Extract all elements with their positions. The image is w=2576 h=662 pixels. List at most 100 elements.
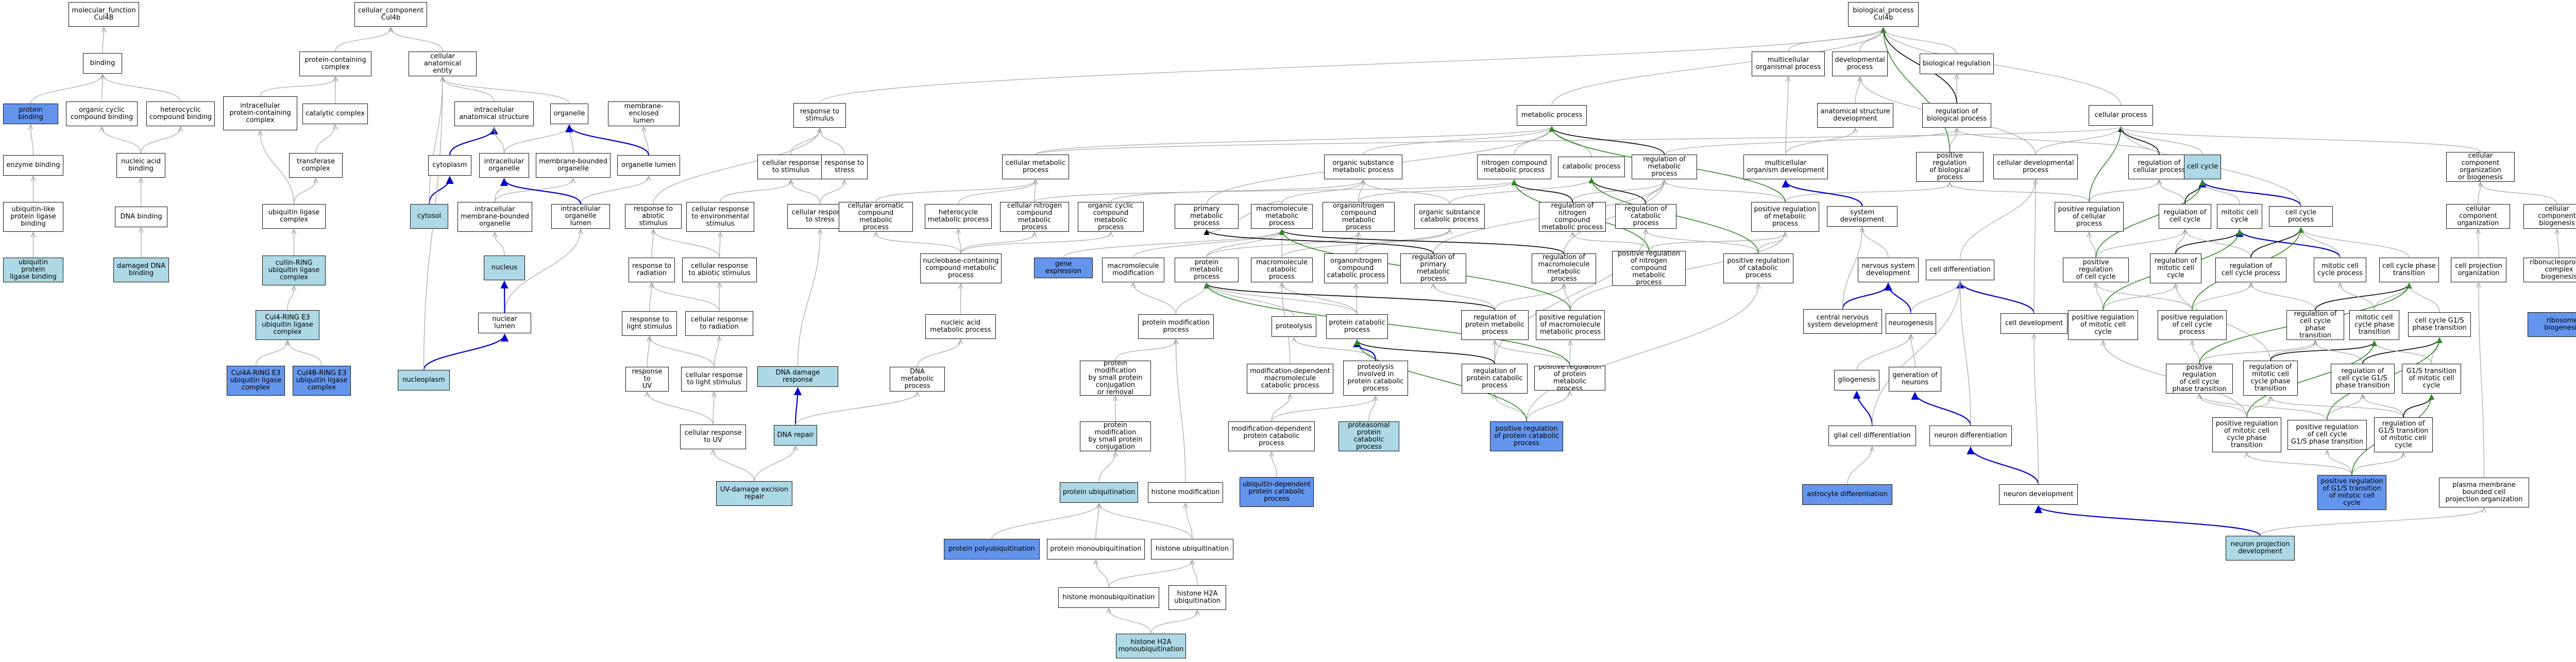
- node-membrane-bounded-organelle[interactable]: membrane-bounded organelle: [536, 153, 611, 178]
- node-intracellular-protein-containing-complex[interactable]: intracellular protein-containing complex: [223, 96, 297, 130]
- node-dna-binding[interactable]: DNA binding: [115, 207, 167, 227]
- node-nervous-system-development[interactable]: nervous system development: [1858, 258, 1919, 282]
- node-neuron-projection-development[interactable]: neuron projection development: [2226, 536, 2295, 561]
- node-histone-modification[interactable]: histone modification: [1148, 482, 1223, 503]
- node-positive-regulation-of-cell-cycle-phase-transition[interactable]: positive regulation of cell cycle phase …: [2166, 364, 2233, 394]
- node-catalytic-complex[interactable]: catalytic complex: [302, 104, 368, 124]
- node-positive-regulation-of-metabolic-process[interactable]: positive regulation of metabolic process: [1751, 202, 1819, 232]
- node-cellular-component[interactable]: cellular_component Cul4b: [354, 2, 427, 27]
- node-cellular-component-biogenesis[interactable]: cellular component biogenesis: [2523, 204, 2576, 229]
- node-cellular-metabolic-process[interactable]: cellular metabolic process: [1002, 155, 1069, 179]
- node-nucleobase-containing-compound-metabolic-process[interactable]: nucleobase-containing compound metabolic…: [920, 253, 1002, 283]
- node-modification-dependent-protein-catabolic-process[interactable]: modification-dependent protein catabolic…: [1228, 421, 1315, 451]
- node-regulation-of-protein-metabolic-process[interactable]: regulation of protein metabolic process: [1461, 310, 1529, 340]
- node-dna-repair[interactable]: DNA repair: [774, 425, 817, 446]
- node-cellular-response-to-abiotic-stimulus[interactable]: cellular response to abiotic stimulus: [682, 258, 757, 282]
- node-protein-metabolic-process[interactable]: protein metabolic process: [1175, 258, 1239, 282]
- node-cellular-response-to-environmental-stimulus[interactable]: cellular response to environmental stimu…: [686, 202, 754, 232]
- node-protein-catabolic-process[interactable]: protein catabolic process: [1326, 314, 1388, 339]
- node-cul4a-ring-e3-complex[interactable]: Cul4A-RING E3 ubiquitin ligase complex: [227, 366, 285, 396]
- node-ubiquitin-ligase-complex[interactable]: ubiquitin ligase complex: [262, 204, 326, 229]
- node-protein-modification-by-small-protein-conjugation[interactable]: protein modification by small protein co…: [1080, 421, 1151, 451]
- node-nitrogen-compound-metabolic-process[interactable]: nitrogen compound metabolic process: [1477, 155, 1551, 179]
- node-cullin-ring-ubiquitin-ligase-complex[interactable]: cullin-RING ubiquitin ligase complex: [262, 256, 326, 285]
- node-positive-regulation-of-macromolecule-metabolic-process[interactable]: positive regulation of macromolecule met…: [1536, 310, 1605, 340]
- node-positive-regulation-of-cell-cycle-process[interactable]: positive regulation of cell cycle proces…: [2158, 310, 2227, 340]
- node-glial-cell-differentiation[interactable]: glial cell differentiation: [1828, 426, 1916, 446]
- node-macromolecule-catabolic-process[interactable]: macromolecule catabolic process: [1251, 258, 1313, 282]
- node-regulation-of-cell-cycle-g1s-phase-transition[interactable]: regulation of cell cycle G1/S phase tran…: [2331, 364, 2395, 394]
- node-positive-regulation-of-nitrogen-compound-metabolic-process[interactable]: positive regulation of nitrogen compound…: [1612, 251, 1686, 286]
- node-neurogenesis[interactable]: neurogenesis: [1886, 313, 1936, 334]
- node-gene-expression[interactable]: gene expression: [1034, 258, 1093, 278]
- node-regulation-of-cell-cycle-process[interactable]: regulation of cell cycle process: [2215, 258, 2286, 282]
- node-protein-modification-process[interactable]: protein modification process: [1138, 314, 1214, 339]
- node-response-to-stress[interactable]: response to stress: [821, 155, 868, 179]
- node-plasma-membrane-bounded-cell-projection-organization[interactable]: plasma membrane bounded cell projection …: [2439, 478, 2529, 507]
- node-heterocycle-metabolic-process[interactable]: heterocycle metabolic process: [925, 204, 992, 229]
- node-protein-monoubiquitination[interactable]: protein monoubiquitination: [1047, 539, 1145, 559]
- node-protein-ubiquitination[interactable]: protein ubiquitination: [1060, 482, 1138, 503]
- node-cell-cycle-process[interactable]: cell cycle process: [2269, 206, 2333, 227]
- node-protein-binding[interactable]: protein binding: [3, 104, 58, 124]
- node-gliogenesis[interactable]: gliogenesis: [1834, 370, 1879, 391]
- node-regulation-of-mitotic-cell-cycle-phase-transition[interactable]: regulation of mitotic cell cycle phase t…: [2243, 361, 2298, 396]
- node-ribonucleoprotein-complex-biogenesis[interactable]: ribonucleoprotein complex biogenesis: [2523, 258, 2576, 282]
- node-membrane-enclosed-lumen[interactable]: membrane-enclosed lumen: [608, 101, 680, 126]
- node-anatomical-structure-development[interactable]: anatomical structure development: [1817, 103, 1893, 128]
- node-nucleus[interactable]: nucleus: [484, 256, 525, 280]
- node-central-nervous-system-development[interactable]: central nervous system development: [1803, 309, 1882, 334]
- node-heterocyclic-compound-binding[interactable]: heterocyclic compound binding: [146, 101, 215, 126]
- node-positive-regulation-of-cellular-process[interactable]: positive regulation of cellular process: [2055, 202, 2124, 232]
- node-multicellular-organismal-process[interactable]: multicellular organismal process: [1752, 52, 1825, 76]
- node-positive-regulation-of-protein-catabolic-process[interactable]: positive regulation of protein catabolic…: [1490, 421, 1563, 451]
- node-positive-regulation-of-cell-cycle[interactable]: positive regulation of cell cycle: [2063, 258, 2129, 282]
- node-mitotic-cell-cycle-process[interactable]: mitotic cell cycle process: [2314, 258, 2366, 282]
- node-cytosol[interactable]: cytosol: [410, 204, 448, 229]
- node-cellular-nitrogen-compound-metabolic-process[interactable]: cellular nitrogen compound metabolic pro…: [1000, 202, 1069, 232]
- node-cell-cycle-phase-transition[interactable]: cell cycle phase transition: [2379, 258, 2439, 282]
- node-catabolic-process[interactable]: catabolic process: [1558, 157, 1625, 177]
- node-proteasomal-protein-catabolic-process[interactable]: proteasomal protein catabolic process: [1338, 421, 1399, 451]
- node-cytoplasm[interactable]: cytoplasm: [428, 155, 471, 176]
- node-molecular-function[interactable]: molecular_function Cul4B: [69, 2, 139, 27]
- node-organelle[interactable]: organelle: [550, 104, 588, 124]
- node-cell-differentiation[interactable]: cell differentiation: [1926, 260, 1994, 280]
- node-protein-polyubiquitination[interactable]: protein polyubiquitination: [944, 539, 1040, 559]
- node-response-to-light-stimulus[interactable]: response to light stimulus: [622, 311, 677, 336]
- node-positive-regulation-of-catabolic-process[interactable]: positive regulation of catabolic process: [1723, 253, 1793, 283]
- node-organic-substance-catabolic-process[interactable]: organic substance catabolic process: [1414, 204, 1485, 229]
- node-intracellular-anatomical-structure[interactable]: intracellular anatomical structure: [454, 101, 534, 126]
- node-histone-h2a-monoubiquitination[interactable]: histone H2A monoubiquitination: [1116, 634, 1186, 658]
- node-nucleic-acid-metabolic-process[interactable]: nucleic acid metabolic process: [925, 314, 996, 339]
- node-ubiquitin-dependent-protein-catabolic-process[interactable]: ubiquitin-dependent protein catabolic pr…: [1240, 477, 1314, 507]
- node-cellular-response-to-light-stimulus[interactable]: cellular response to light stimulus: [681, 367, 747, 392]
- node-positive-regulation-of-cell-cycle-g1s-phase-transition[interactable]: positive regulation of cell cycle G1/S p…: [2287, 420, 2367, 450]
- node-histone-monoubiquitination[interactable]: histone monoubiquitination: [1058, 587, 1159, 608]
- node-positive-regulation-of-mitotic-cell-cycle[interactable]: positive regulation of mitotic cell cycl…: [2068, 310, 2138, 340]
- node-nucleoplasm[interactable]: nucleoplasm: [398, 370, 450, 391]
- node-uv-damage-excision-repair[interactable]: UV-damage excision repair: [716, 481, 792, 506]
- node-organelle-lumen[interactable]: organelle lumen: [617, 155, 680, 176]
- node-primary-metabolic-process[interactable]: primary metabolic process: [1175, 204, 1239, 229]
- node-positive-regulation-of-mitotic-cell-cycle-phase-transition[interactable]: positive regulation of mitotic cell cycl…: [2212, 417, 2281, 452]
- node-astrocyte-differentiation[interactable]: astrocyte differentiation: [1802, 484, 1892, 505]
- node-macromolecule-modification[interactable]: macromolecule modification: [1102, 258, 1164, 282]
- node-dna-damage-response[interactable]: DNA damage response: [757, 366, 838, 387]
- node-binding[interactable]: binding: [83, 53, 122, 74]
- node-nucleic-acid-binding[interactable]: nucleic acid binding: [116, 153, 165, 178]
- node-organic-cyclic-compound-binding[interactable]: organic cyclic compound binding: [66, 101, 138, 126]
- node-damaged-dna-binding[interactable]: damaged DNA binding: [113, 258, 169, 282]
- node-cellular-response-to-uv[interactable]: cellular response to UV: [680, 425, 746, 449]
- node-protein-modification-by-small-protein-conjugation-or-removal[interactable]: protein modification by small protein co…: [1080, 361, 1151, 396]
- node-regulation-of-g1s-transition-of-mitotic-cell-cycle[interactable]: regulation of G1/S transition of mitotic…: [2374, 417, 2433, 452]
- node-regulation-of-macromolecule-metabolic-process[interactable]: regulation of macromolecule metabolic pr…: [1532, 253, 1596, 283]
- node-response-to-radiation[interactable]: response to radiation: [629, 258, 675, 282]
- node-regulation-of-biological-process[interactable]: regulation of biological process: [1922, 103, 1991, 128]
- node-cellular-aromatic-compound-metabolic-process[interactable]: cellular aromatic compound metabolic pro…: [839, 202, 913, 232]
- node-cell-cycle-g1s-phase-transition[interactable]: cell cycle G1/S phase transition: [2408, 312, 2471, 337]
- node-positive-regulation-of-biological-process[interactable]: positive regulation of biological proces…: [1916, 152, 1984, 182]
- node-nuclear-lumen[interactable]: nuclear lumen: [478, 313, 531, 333]
- node-cellular-component-organization[interactable]: cellular component organization: [2446, 204, 2510, 229]
- node-ribosome-biogenesis[interactable]: ribosome biogenesis: [2528, 312, 2576, 337]
